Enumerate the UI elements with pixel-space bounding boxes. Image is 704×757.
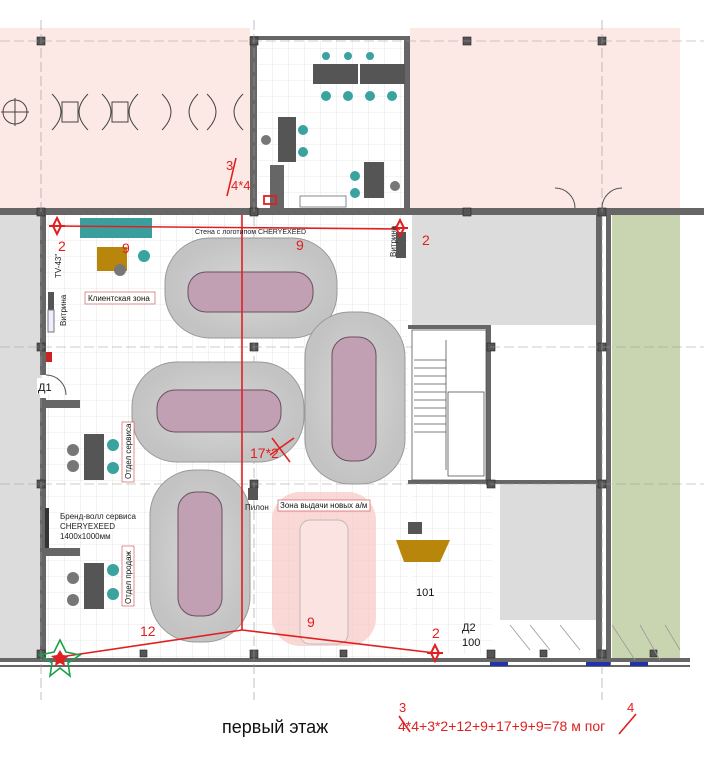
measurement-labels: 3 4*4 2 2 9 9 17*2 12 9 2	[58, 158, 440, 641]
m-car-9: 9	[296, 237, 304, 253]
camera-mark	[263, 195, 277, 205]
m-left-2: 2	[58, 238, 66, 254]
car-platform-3	[131, 361, 305, 463]
formula-text: 4*4+3*2+12+9+17+9+9=78 м пог	[398, 718, 605, 734]
client-zone-furniture	[46, 218, 406, 362]
shop-fixtures	[1, 93, 244, 131]
top-left-shop	[0, 28, 250, 208]
label-brand-wall-1: Бренд-волл сервиса	[60, 512, 137, 521]
office-furniture	[261, 52, 405, 208]
label-brand-wall-2: CHERYEXEED	[60, 522, 115, 531]
room-101-floor	[412, 484, 492, 654]
car-1	[187, 271, 314, 313]
label-room-100: 100	[462, 637, 480, 649]
top-right-shop	[410, 28, 680, 208]
car-platform-2	[304, 311, 406, 485]
star-marker-green	[37, 638, 83, 678]
measurement-lines	[54, 157, 637, 735]
label-stand: Стена с логотипом CHERYEXEED	[195, 229, 306, 236]
right-grey-zone-bottom	[500, 480, 600, 620]
m-top-3: 3	[226, 158, 233, 173]
label-d2: Д2	[462, 622, 476, 634]
m-bottom-9: 9	[307, 614, 315, 630]
green-area	[612, 215, 680, 660]
label-brand-wall-3: 1400х1000мм	[60, 532, 111, 541]
car-platform-4	[149, 469, 251, 643]
m-bottom-12: 12	[140, 623, 156, 639]
delivery-zone-box	[277, 499, 371, 512]
label-tv: TV-43"	[54, 254, 63, 278]
label-sales-dept: Отдел продаж	[124, 550, 133, 604]
formula-correction-4: 4	[627, 700, 634, 715]
label-client-zone: Клиентская зона	[88, 294, 150, 303]
left-corridor	[0, 215, 40, 660]
sales-dept-box	[121, 545, 135, 607]
label-room-101: 101	[416, 587, 434, 599]
label-pylon: Пилон	[245, 503, 269, 512]
labels: TV-43" Витрина Витрина Клиентская зона С…	[37, 225, 480, 649]
label-delivery-zone: Зона выдачи новых а/м	[280, 501, 367, 510]
star-markers	[49, 215, 443, 664]
d1-box	[37, 378, 55, 394]
client-zone-box	[84, 291, 156, 305]
label-vitrina-right: Витрина	[389, 225, 398, 257]
car-3	[156, 389, 282, 433]
label-vitrina-left: Витрина	[59, 294, 68, 326]
label-d1: Д1	[38, 382, 52, 394]
m-bottom-right-2: 2	[432, 625, 440, 641]
label-service-dept: Отдел сервиса	[124, 423, 133, 479]
delivery-zone	[248, 488, 450, 646]
formula-correction-3: 3	[399, 700, 406, 715]
service-dept-box	[121, 421, 135, 483]
bottom-doors	[45, 187, 681, 666]
car-platform-1	[164, 237, 338, 339]
desks	[45, 434, 119, 609]
staircase	[411, 329, 487, 481]
m-right-2: 2	[422, 232, 430, 248]
walls	[0, 36, 704, 667]
floor-caption: первый этаж	[222, 717, 328, 737]
right-grey-zone-top	[412, 215, 602, 325]
m-top-4x4: 4*4	[231, 178, 251, 193]
car-4	[177, 491, 223, 617]
car-2	[331, 336, 377, 462]
m-crossed-17x2: 17*2	[250, 445, 279, 461]
m-mid-9-top: 9	[122, 240, 130, 256]
